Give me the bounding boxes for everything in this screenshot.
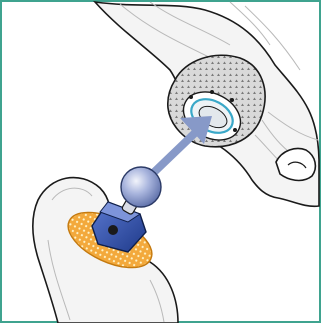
- femoral-head-ball: [121, 167, 161, 207]
